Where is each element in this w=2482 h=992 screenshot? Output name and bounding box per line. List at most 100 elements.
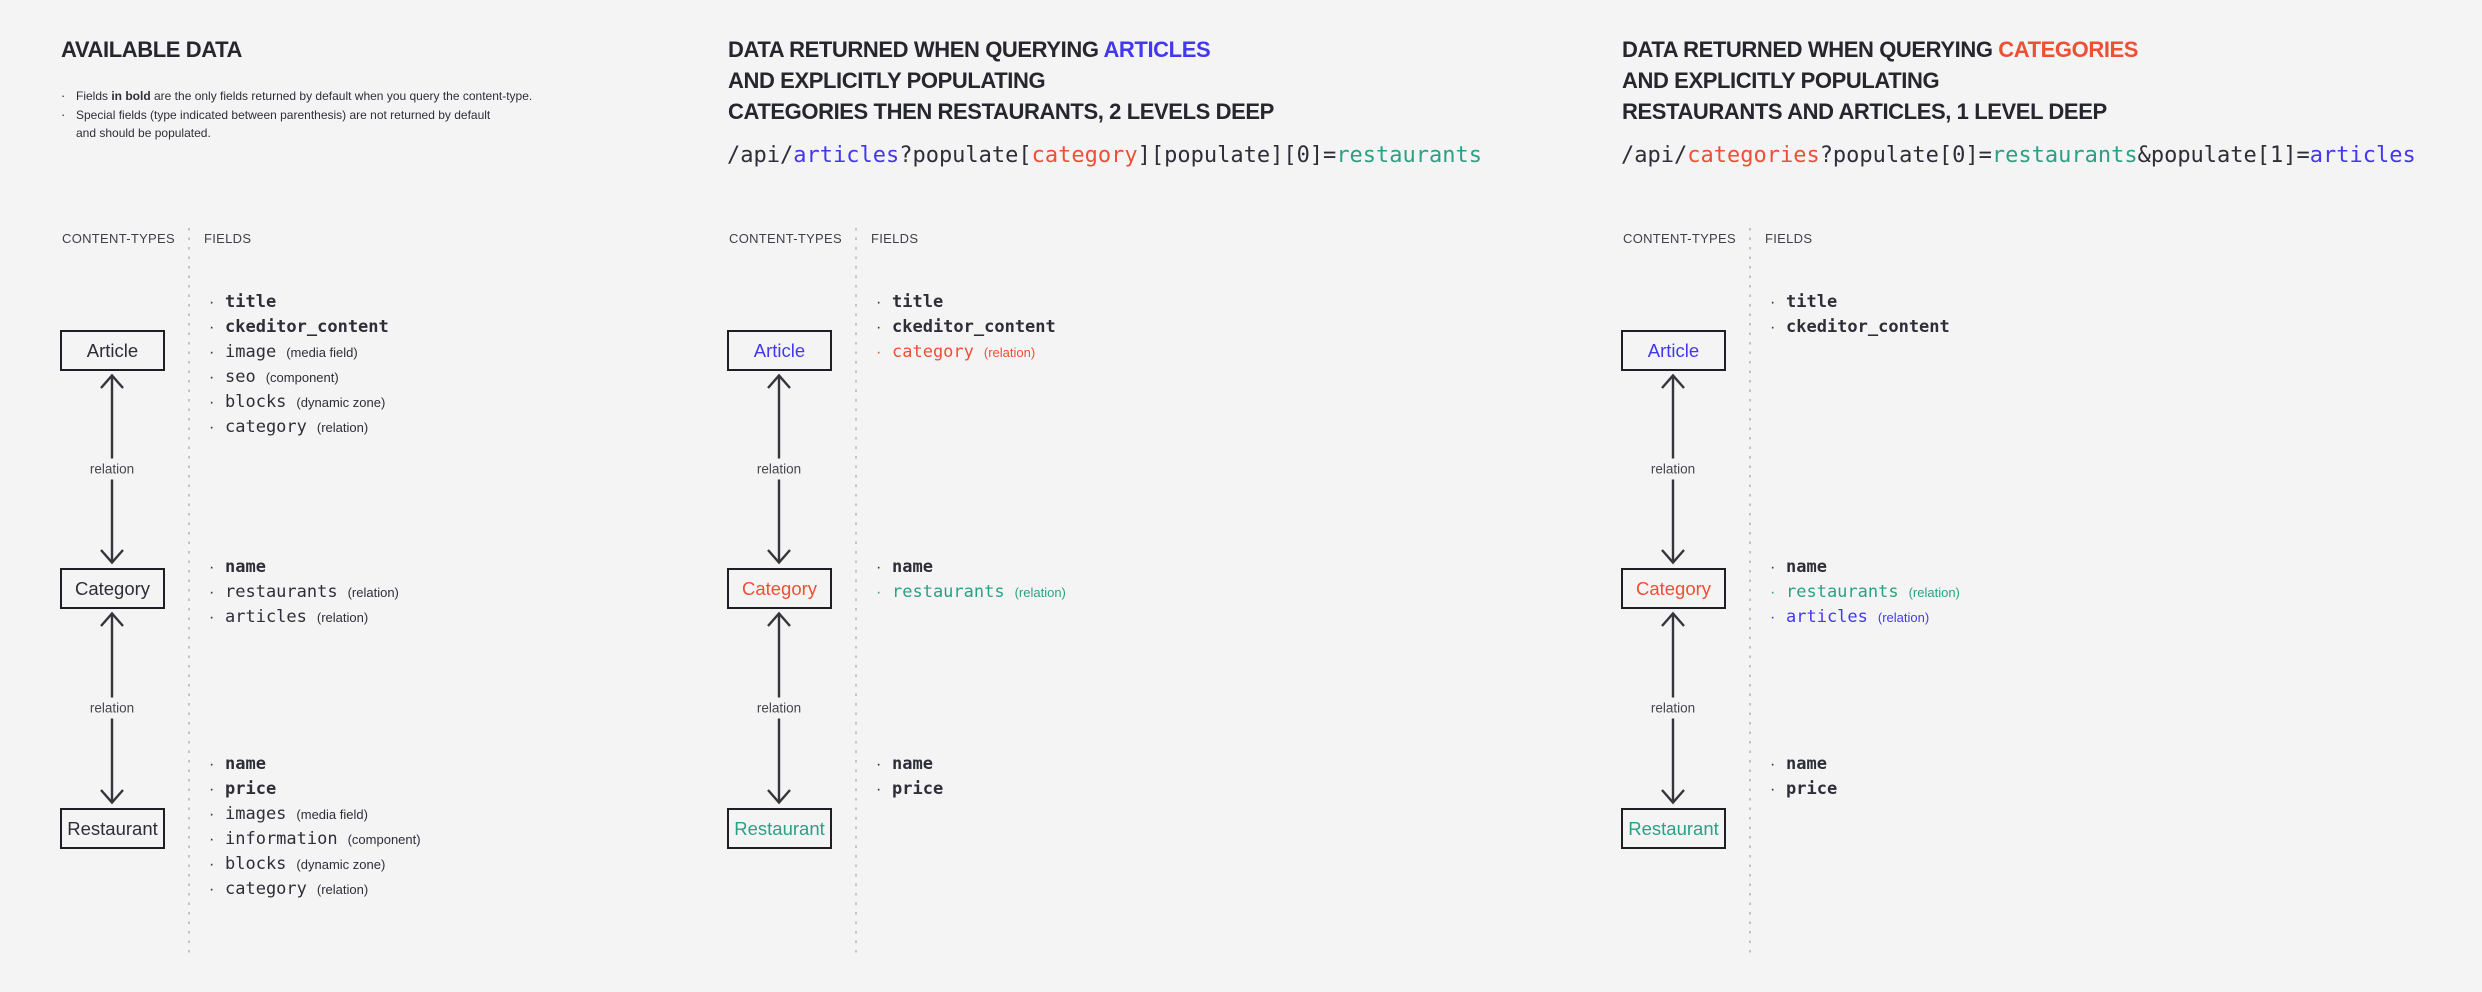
field-row: ·blocks(dynamic zone) (209, 390, 389, 415)
field-row: ·category(relation) (876, 340, 1056, 365)
field-row: · articles (relation) (1770, 605, 1960, 630)
bullet-icon: · (61, 88, 66, 103)
field-row: ·name (209, 752, 421, 777)
content-type-box-article: Article (1621, 330, 1726, 371)
title-segment: ARTICLES (1103, 37, 1211, 62)
fields-list-restaurant: ·name· price (1770, 752, 1837, 802)
bullet-icon: · (1770, 559, 1776, 576)
bullet-icon: · (876, 294, 882, 311)
bullet-icon: · (876, 559, 882, 576)
note-segment: Special fields (type indicated between p… (76, 107, 491, 122)
note-segment: in bold (111, 89, 151, 103)
bullet-icon: · (209, 831, 215, 848)
code-segment: /api/ (727, 143, 794, 168)
field-row: ·images(media field) (209, 802, 421, 827)
bullet-icon: · (209, 394, 215, 411)
bullet-icon: · (209, 344, 215, 361)
fields-list-article: ·title·ckeditor_content·category(relatio… (876, 290, 1056, 365)
panel-title-line: AND EXPLICITLY POPULATING (1622, 65, 2138, 96)
field-annotation: (component) (347, 832, 421, 847)
field-name: name (1786, 557, 1827, 577)
title-segment: CATEGORIES (1998, 37, 2139, 62)
field-name: title (892, 292, 944, 312)
bullet-icon: · (1770, 756, 1776, 773)
panel-title: AVAILABLE DATA (61, 34, 242, 65)
field-name: restaurants (225, 582, 338, 602)
code-segment: articles (2309, 143, 2416, 168)
field-name: articles (1786, 607, 1868, 627)
code-segment: &populate[1]= (2137, 143, 2310, 168)
note-item: · Fields in bold are the only fields retu… (61, 87, 532, 106)
code-segment: restaurants (1991, 143, 2138, 168)
title-segment: AND EXPLICITLY POPULATING (1622, 68, 1940, 93)
fields-list-category: ·name·restaurants(relation)·articles(rel… (209, 555, 399, 630)
panel-title-line: CATEGORIES THEN RESTAURANTS, 2 LEVELS DE… (728, 96, 1274, 127)
content-types-label: CONTENT-TYPES (1623, 231, 1736, 246)
field-row: · image (media field) (209, 340, 389, 365)
note-line: Special fields (type indicated between p… (76, 106, 532, 125)
field-row: ·title (1770, 290, 1950, 315)
column-divider (188, 228, 190, 956)
title-segment: AVAILABLE DATA (61, 37, 242, 62)
field-annotation: (relation) (983, 345, 1036, 360)
note-segment: are the only fields returned by default … (150, 89, 533, 103)
field-name: restaurants (1786, 582, 1899, 602)
field-annotation: (relation) (1877, 610, 1930, 625)
field-row: ·name (1770, 752, 1837, 777)
field-name: blocks (225, 392, 287, 412)
field-row: ·price (209, 777, 421, 802)
field-annotation: (relation) (1014, 585, 1066, 600)
content-type-box-restaurant: Restaurant (727, 808, 832, 849)
relation-connector: relation (87, 372, 137, 566)
field-row: ·articles(relation) (209, 605, 399, 630)
code-segment: categories (1687, 143, 1820, 168)
field-annotation: (dynamic zone) (296, 857, 386, 872)
field-annotation: (media field) (286, 345, 358, 360)
fields-list-article: ·title·ckeditor_content (1770, 290, 1950, 340)
content-type-box-article: Article (727, 330, 832, 371)
content-type-label: Restaurant (1628, 817, 1719, 839)
relation-label: relation (87, 458, 137, 480)
relation-connector: relation (87, 610, 137, 806)
field-row: ·title (209, 290, 389, 315)
field-annotation: (relation) (347, 585, 399, 600)
content-types-label: CONTENT-TYPES (729, 231, 842, 246)
fields-list-restaurant: ·name·price (876, 752, 943, 802)
content-type-box-category: Category (727, 568, 832, 609)
bullet-icon: · (876, 344, 882, 361)
bullet-icon: · (876, 781, 882, 798)
title-segment: DATA RETURNED WHEN QUERYING (728, 37, 1104, 62)
bullet-icon: · (1770, 584, 1776, 601)
note-segment: and should be populated. (76, 126, 211, 140)
field-name: image (225, 342, 277, 362)
content-type-label: Category (74, 577, 151, 599)
field-row: ·category(relation) (209, 415, 389, 440)
field-row: · restaurants (relation) (1770, 580, 1960, 605)
field-name: images (225, 804, 287, 824)
field-annotation: (relation) (1908, 585, 1960, 600)
column-divider (1749, 228, 1751, 956)
bullet-icon: · (1770, 609, 1776, 626)
fields-label: FIELDS (1765, 231, 1813, 246)
panel-title: DATA RETURNED WHEN QUERYING ARTICLES AND … (728, 34, 1274, 127)
relation-connector: relation (754, 372, 804, 566)
title-segment: AND EXPLICITLY POPULATING (728, 68, 1046, 93)
field-name: category (225, 879, 307, 899)
fields-label: FIELDS (871, 231, 919, 246)
content-type-label: Category (741, 577, 818, 599)
field-name: restaurants (892, 582, 1005, 602)
content-type-label: Restaurant (734, 817, 825, 839)
field-name: seo (225, 367, 256, 387)
field-name: ckeditor_content (225, 317, 389, 337)
bullet-icon: · (209, 369, 215, 386)
note-line: and should be populated. (76, 124, 532, 143)
note-text: Fields in bold are the only fields retur… (76, 87, 532, 106)
relation-connector: relation (1648, 372, 1698, 566)
fields-list-article: ·title · ckeditor_content · image (media fiel… (209, 290, 389, 440)
bullet-icon: · (1770, 294, 1776, 311)
field-name: price (1786, 779, 1838, 799)
field-name: blocks (225, 854, 287, 874)
field-row: ·name (876, 555, 1066, 580)
relation-label: relation (1648, 458, 1698, 480)
relation-label: relation (754, 697, 804, 719)
